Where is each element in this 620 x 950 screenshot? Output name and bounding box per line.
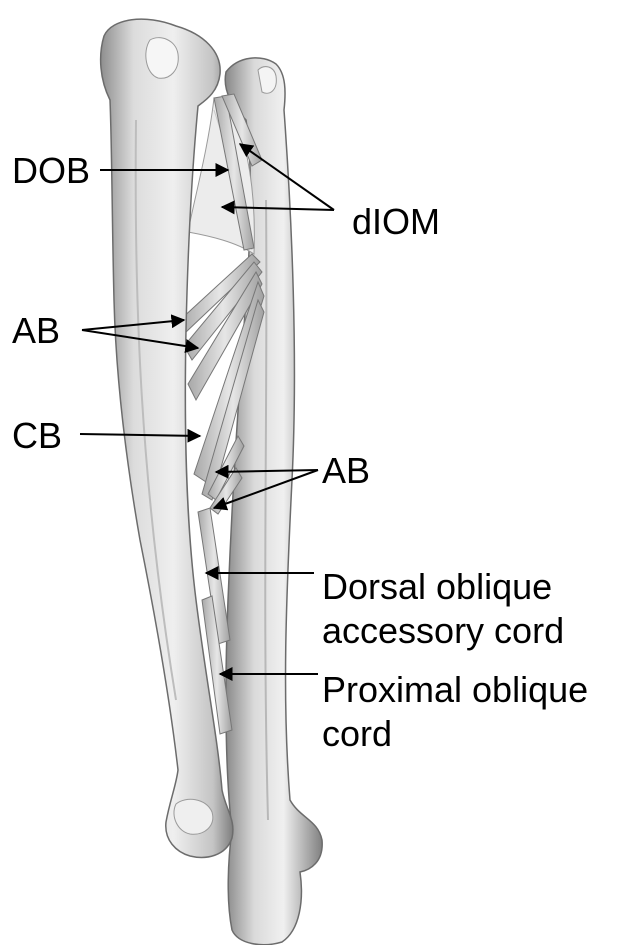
label-proximal-oblique-cord: Proximal oblique cord — [322, 668, 588, 756]
label-diom: dIOM — [352, 204, 440, 240]
label-dorsal-line-1: Dorsal oblique — [322, 565, 564, 609]
label-cb: CB — [12, 418, 62, 454]
label-dorsal-oblique-accessory-cord: Dorsal oblique accessory cord — [322, 565, 564, 653]
label-ab-upper: AB — [12, 313, 60, 349]
label-dorsal-line-2: accessory cord — [322, 609, 564, 653]
label-dob: DOB — [12, 153, 90, 189]
label-proximal-line-1: Proximal oblique — [322, 668, 588, 712]
label-proximal-line-2: cord — [322, 712, 588, 756]
label-ab-lower: AB — [322, 453, 370, 489]
